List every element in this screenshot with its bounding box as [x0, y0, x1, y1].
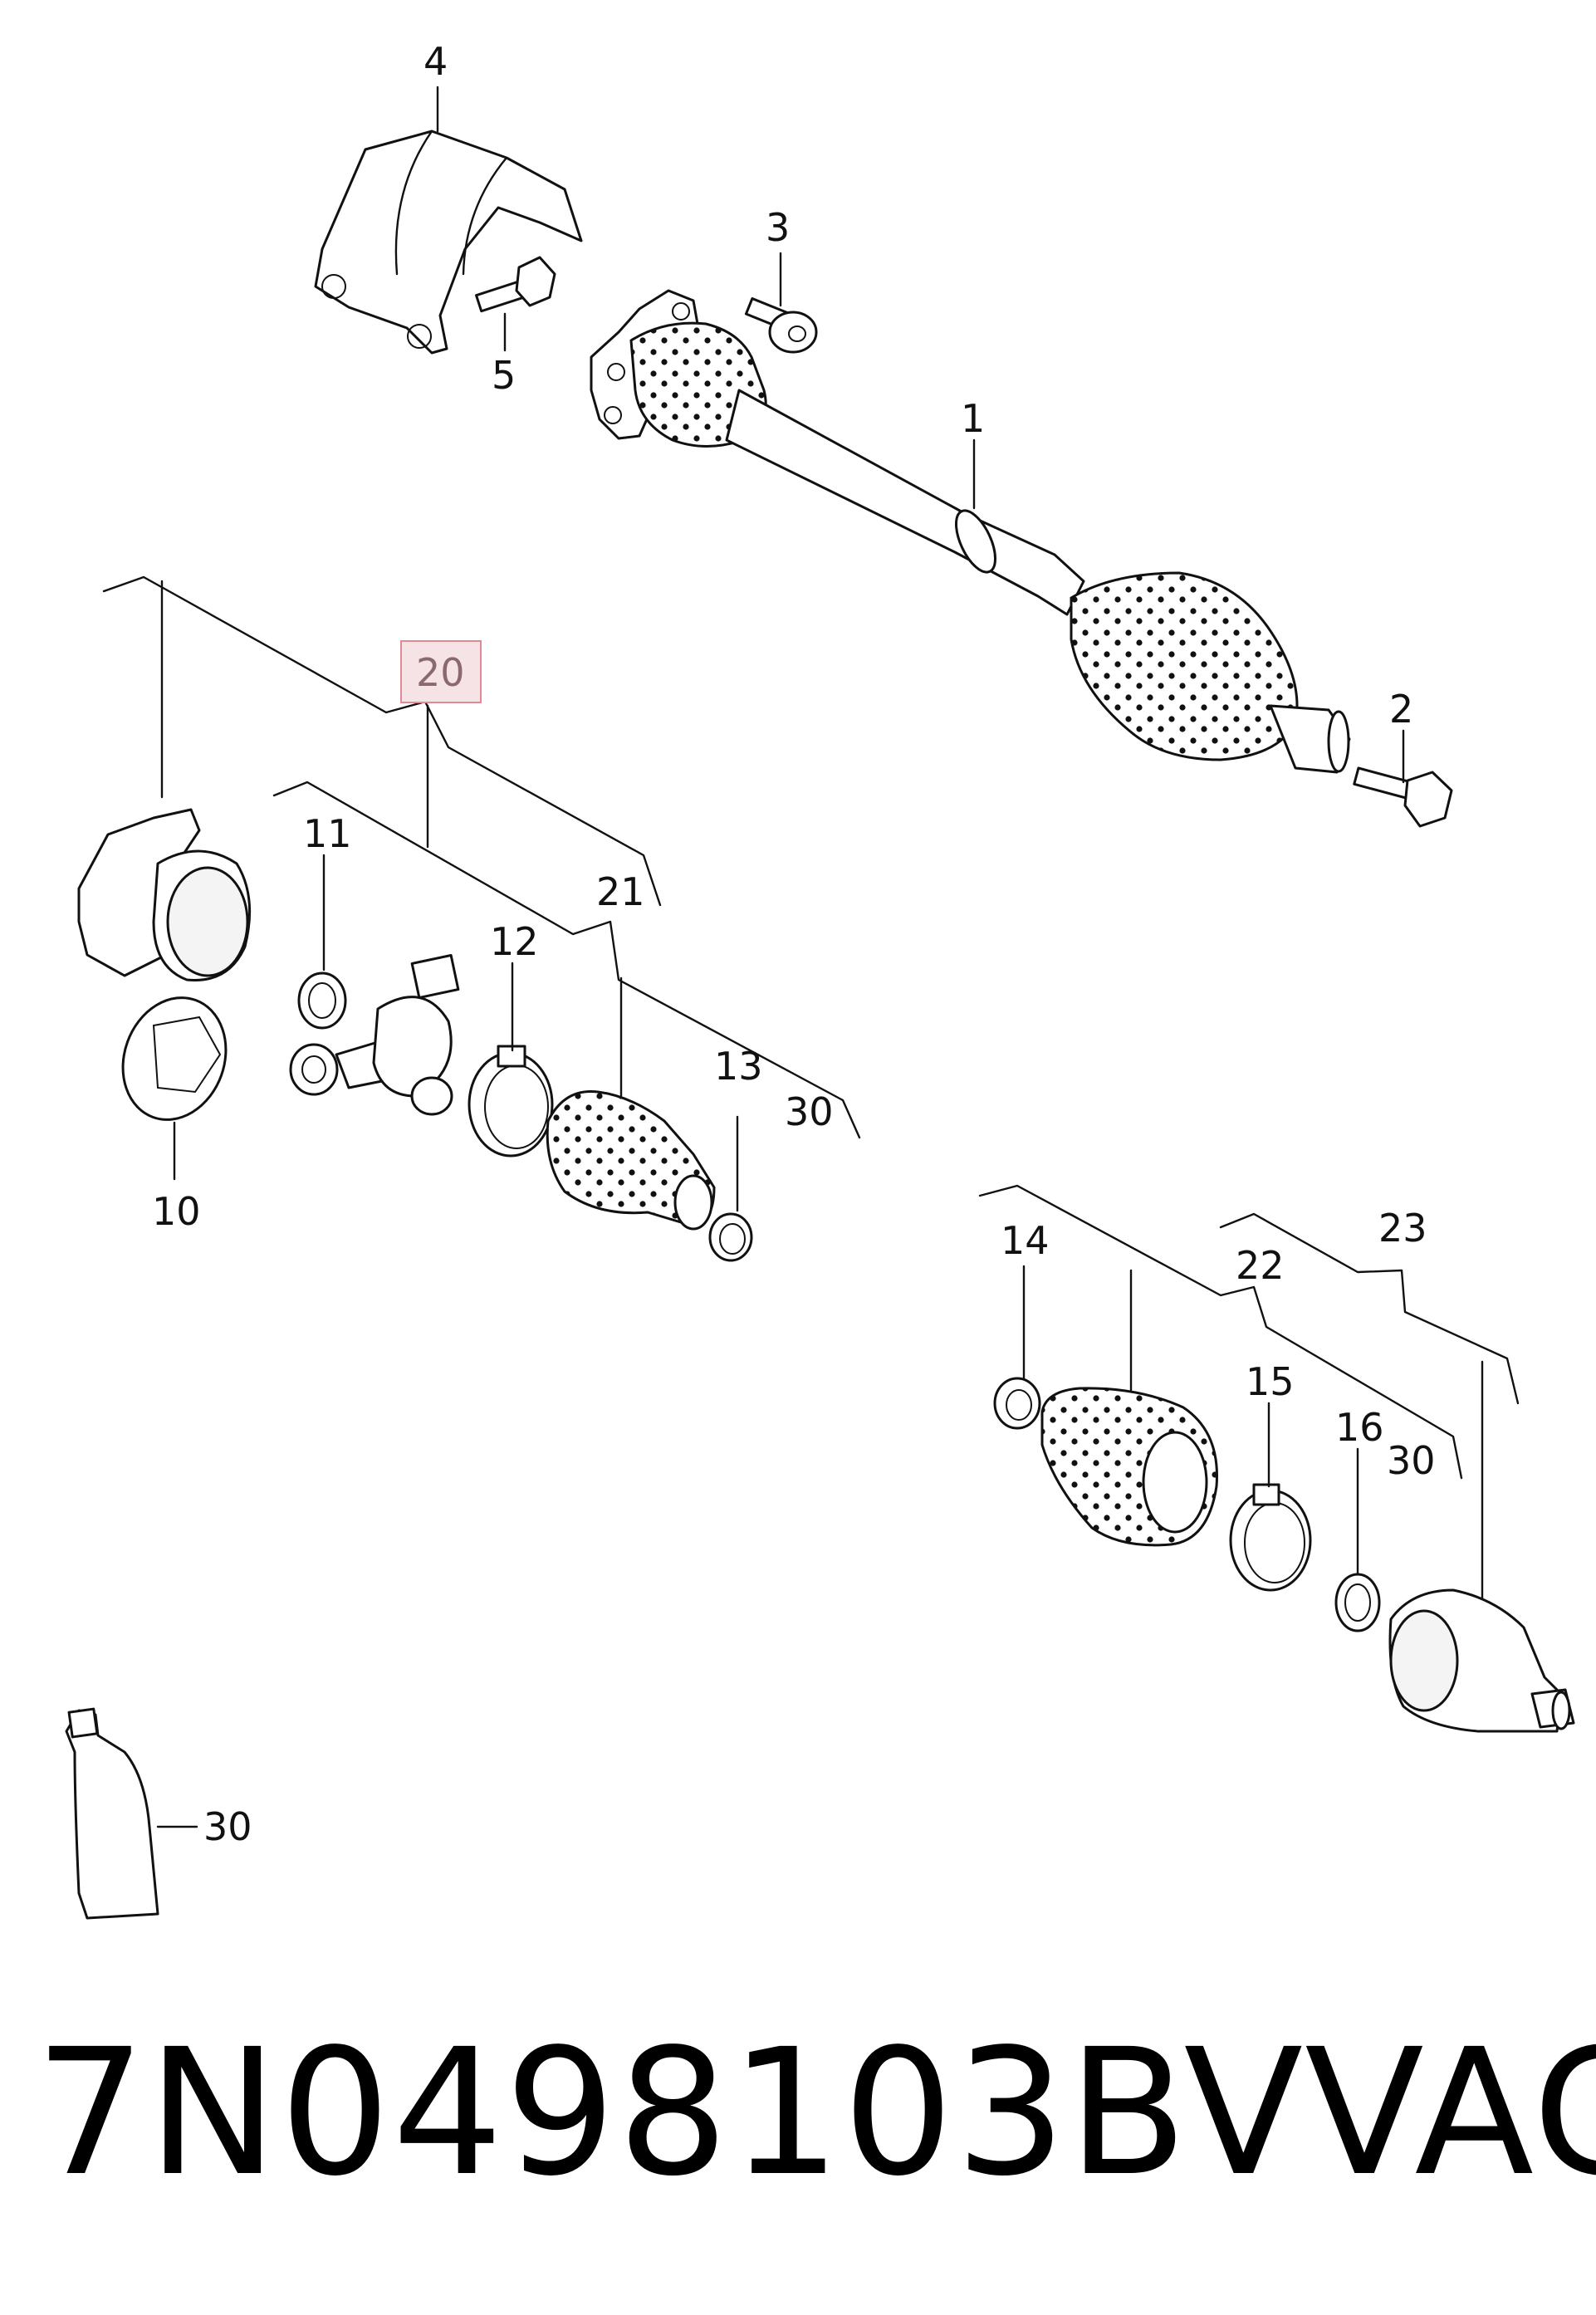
part-number: 7N0498103BV	[35, 2011, 1305, 2215]
clamp-part-12	[468, 1045, 554, 1158]
label-10: 10	[152, 1189, 201, 1234]
label-2: 2	[1389, 687, 1413, 732]
highlighted-label-20[interactable]: 20	[400, 640, 482, 703]
label-5: 5	[492, 353, 516, 398]
label-21: 21	[596, 869, 645, 914]
drive-shaft-part-1	[590, 289, 1351, 774]
heat-shield-part-4	[314, 130, 583, 355]
label-30-b: 30	[1387, 1438, 1436, 1483]
label-15: 15	[1246, 1359, 1295, 1404]
seal-part-10	[121, 996, 228, 1121]
label-16: 16	[1335, 1405, 1384, 1450]
label-12: 12	[490, 919, 539, 964]
label-4: 4	[423, 39, 448, 84]
bracket-21	[272, 781, 861, 1139]
bracket-23	[1219, 1212, 1520, 1405]
outer-boot	[1040, 1387, 1218, 1547]
label-1: 1	[961, 396, 985, 441]
joint-housing	[77, 808, 252, 981]
label-11: 11	[303, 811, 352, 856]
bolt-part-2	[1353, 766, 1453, 828]
label-22: 22	[1236, 1243, 1285, 1288]
circlip-part-11	[297, 972, 347, 1030]
outer-cv-joint	[1388, 1588, 1575, 1733]
tripod-joint	[289, 953, 460, 1116]
label-20: 20	[416, 650, 465, 695]
footer: 7N0498103BV VAG	[35, 2011, 1596, 2215]
label-30-a: 30	[785, 1089, 834, 1134]
bolt-part-5	[475, 256, 556, 313]
bolt-part-3	[744, 296, 818, 354]
highlight-box	[400, 640, 482, 703]
small-clamp-part-13	[708, 1212, 753, 1262]
brand-name: VAG	[1305, 2011, 1596, 2215]
grease-tube-part-30	[65, 1707, 159, 1920]
inner-boot	[546, 1089, 716, 1231]
bracket-22	[978, 1184, 1463, 1480]
clamp-part-14	[993, 1377, 1041, 1430]
label-13: 13	[714, 1044, 763, 1089]
label-3: 3	[766, 205, 790, 250]
circlip-part-16	[1334, 1573, 1381, 1632]
label-14: 14	[1001, 1218, 1050, 1263]
label-23: 23	[1378, 1206, 1427, 1250]
clamp-part-15	[1229, 1483, 1312, 1592]
label-30-c: 30	[203, 1804, 252, 1849]
